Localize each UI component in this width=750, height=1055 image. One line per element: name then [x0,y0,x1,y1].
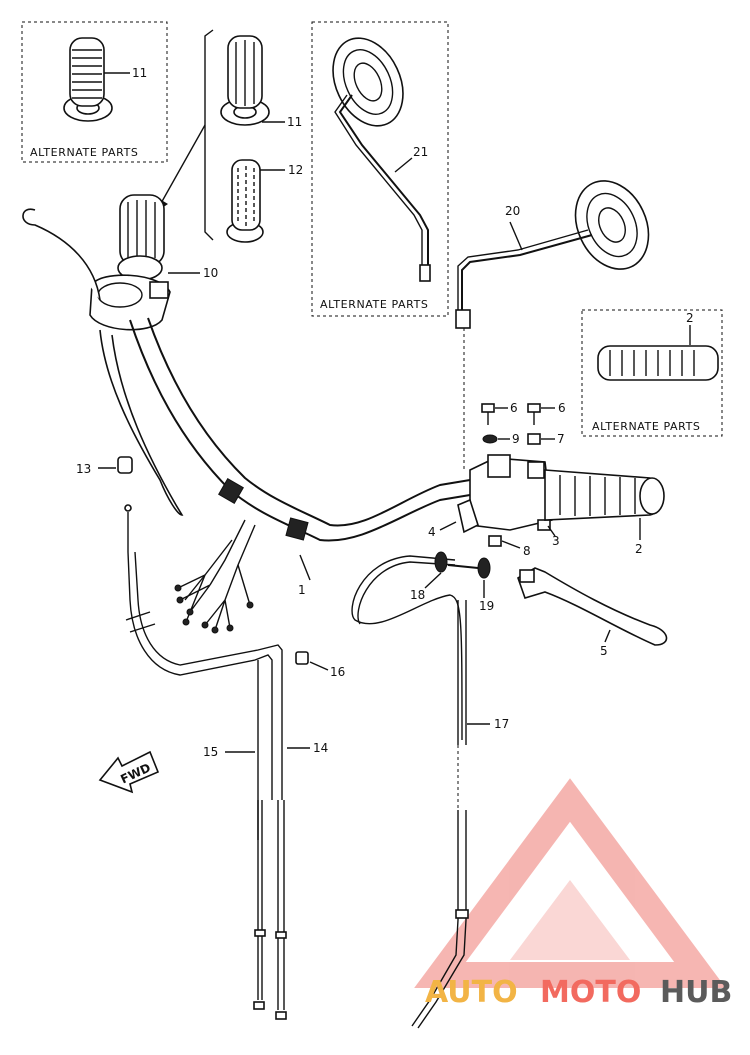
label-5: 5 [600,644,608,658]
wiring-harness [174,519,256,634]
clutch-lever-left [22,208,184,516]
alternate-parts-box-grip-right: 2 ALTERNATE PARTS [581,309,723,437]
nut-7 [527,433,541,445]
throttle-grip-2 [544,469,665,521]
adjuster-19 [447,557,491,579]
label-16: 16 [330,665,345,679]
alternate-parts-label-3: ALTERNATE PARTS [592,420,701,433]
label-1: 1 [298,583,306,597]
label-20: 20 [505,204,520,218]
grip-11-alt [63,37,113,122]
label-21: 21 [413,145,428,159]
watermark-logo [414,778,726,988]
label-8: 8 [523,544,531,558]
watermark-text: AUTO MOTO HUB [425,975,732,1010]
label-4: 4 [428,525,436,539]
label-11a: 11 [132,66,147,80]
label-7: 7 [557,432,565,446]
label-6b: 6 [558,401,566,415]
grip-11-option [220,35,270,126]
label-18: 18 [410,588,425,602]
grip-12 [226,159,264,243]
alternate-parts-box-mirror: 21 ALTERNATE PARTS [311,21,449,317]
watermark-hub: HUB [660,975,732,1010]
label-12: 12 [288,163,303,177]
alternate-parts-label-1: ALTERNATE PARTS [30,146,139,159]
label-17: 17 [494,717,509,731]
right-switch-housing [457,454,553,534]
label-10: 10 [203,266,218,280]
label-11b: 11 [287,115,302,129]
label-14: 14 [313,741,328,755]
clamp-16 [295,651,309,665]
label-6a: 6 [510,401,518,415]
grip-options-group: 11 12 [156,29,303,243]
mirror-21 [332,37,431,282]
label-2: 2 [635,542,643,556]
screw-6a [481,403,495,425]
brake-lever-5 [517,567,668,646]
clip-13 [117,456,133,474]
washer-9 [482,434,498,444]
clutch-cables-14-15 [124,504,287,1020]
label-9: 9 [512,432,520,446]
throttle-cable-17 [351,555,469,1029]
watermark-auto: AUTO [425,975,518,1010]
handlebar-1 [129,317,471,542]
grip-2-alt [597,345,719,381]
label-19: 19 [479,599,494,613]
fwd-direction-arrow: FWD [98,750,160,794]
alternate-parts-box-grip: 11 ALTERNATE PARTS [21,21,168,163]
alternate-parts-label-2: ALTERNATE PARTS [320,298,429,311]
screw-6b [527,403,541,425]
nut-8 [488,535,502,547]
label-2b: 2 [686,311,694,325]
left-grip-assembly-10 [89,194,171,331]
watermark-moto: MOTO [540,975,641,1010]
mirror-20 [455,180,650,470]
label-15: 15 [203,745,218,759]
label-13: 13 [76,462,91,476]
label-3: 3 [552,534,560,548]
adjuster-18 [434,551,448,573]
